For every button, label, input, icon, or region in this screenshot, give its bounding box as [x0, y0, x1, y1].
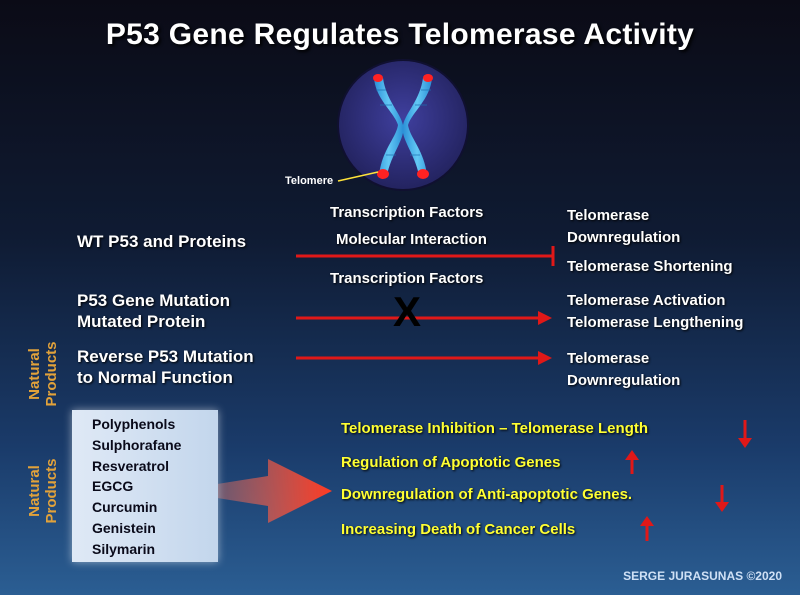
effect-item-2: Regulation of Apoptotic Genes — [341, 454, 561, 471]
effect-item-3: Downregulation of Anti-apoptotic Genes. — [341, 486, 633, 503]
row2-right-label-1: Telomerase Activation — [567, 292, 726, 309]
row2-left-label-1: P53 Gene Mutation — [77, 291, 231, 310]
row3-right-label-2: Downregulation — [567, 372, 681, 389]
effect-arrow-down-1-icon — [738, 420, 752, 448]
row3-left-label-1: Reverse P53 Mutation — [77, 347, 254, 366]
effect-arrow-up-4-icon — [640, 516, 654, 541]
natural-products-box — [72, 410, 218, 562]
natural-product-item: Sulphorafane — [92, 436, 182, 453]
chromosome-icon — [373, 74, 433, 179]
credit-text: SERGE JURASUNAS ©2020 — [623, 569, 782, 583]
blocked-arrow-head — [538, 311, 552, 325]
telomere-label: Telomere — [285, 175, 334, 187]
natural-product-item: Silymarin — [92, 540, 156, 557]
natural-product-item: Resveratrol — [92, 457, 170, 474]
row1-right-label-3: Telomerase Shortening — [567, 258, 733, 275]
row2-right-label-2: Telomerase Lengthening — [567, 314, 744, 331]
row3-left-label-2: to Normal Function — [77, 368, 233, 387]
row1-mid-label-1: Transcription Factors — [330, 204, 484, 221]
row1-right-label-1: Telomerase — [567, 207, 650, 224]
row3-right-label-1: Telomerase — [567, 350, 650, 367]
blocked-x-mark: X — [393, 288, 422, 335]
row2-left-label-2: Mutated Protein — [77, 312, 206, 331]
natural-products-arrow — [186, 459, 332, 523]
row1-mid-label-2: Molecular Interaction — [336, 231, 487, 248]
side-label-natural-products-2: Natural Products — [26, 458, 60, 524]
natural-product-item: EGCG — [92, 478, 134, 495]
row2-mid-label: Transcription Factors — [330, 270, 484, 287]
page-title: P53 Gene Regulates Telomerase Activity — [105, 18, 695, 51]
effect-arrow-up-2-icon — [625, 450, 639, 474]
natural-products-list: Polyphenols Sulphorafane Resveratrol EGC… — [92, 414, 181, 560]
row1-right-label-2: Downregulation — [567, 229, 681, 246]
natural-product-item: Genistein — [92, 519, 156, 536]
row1-left-label: WT P53 and Proteins — [77, 232, 247, 251]
effect-item-1: Telomerase Inhibition – Telomerase Lengt… — [341, 420, 649, 437]
telomere-pointer — [337, 171, 379, 182]
effect-item-4: Increasing Death of Cancer Cells — [341, 521, 576, 538]
natural-product-item: Curcumin — [92, 499, 158, 516]
natural-product-item: Polyphenols — [92, 416, 176, 432]
side-label-natural-products-1: Natural Products — [26, 341, 60, 407]
effect-arrow-down-3-icon — [715, 485, 729, 512]
arrow-head — [538, 351, 552, 365]
